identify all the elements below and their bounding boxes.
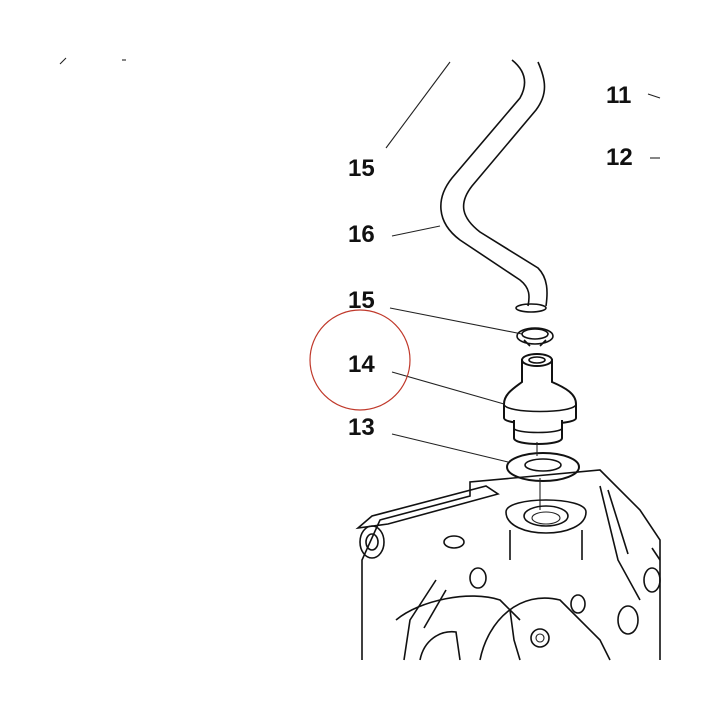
- callout-16: 16: [348, 221, 375, 248]
- leader-lines: [385, 61, 661, 463]
- highlight-circle: [309, 309, 411, 411]
- callout-12: 12: [606, 144, 633, 171]
- callout-15-mid: 15: [348, 287, 375, 314]
- assembly-axis: [536, 442, 541, 510]
- callout-15-top: 15: [348, 155, 375, 182]
- stray-marks: [59, 57, 126, 65]
- callout-13: 13: [348, 414, 375, 441]
- callout-14: 14: [348, 351, 375, 378]
- engine-housing: [355, 469, 661, 661]
- breather-hose: [440, 59, 548, 313]
- callout-11: 11: [606, 82, 632, 109]
- breather-fitting: [503, 353, 577, 445]
- hose-clamp: [516, 327, 554, 347]
